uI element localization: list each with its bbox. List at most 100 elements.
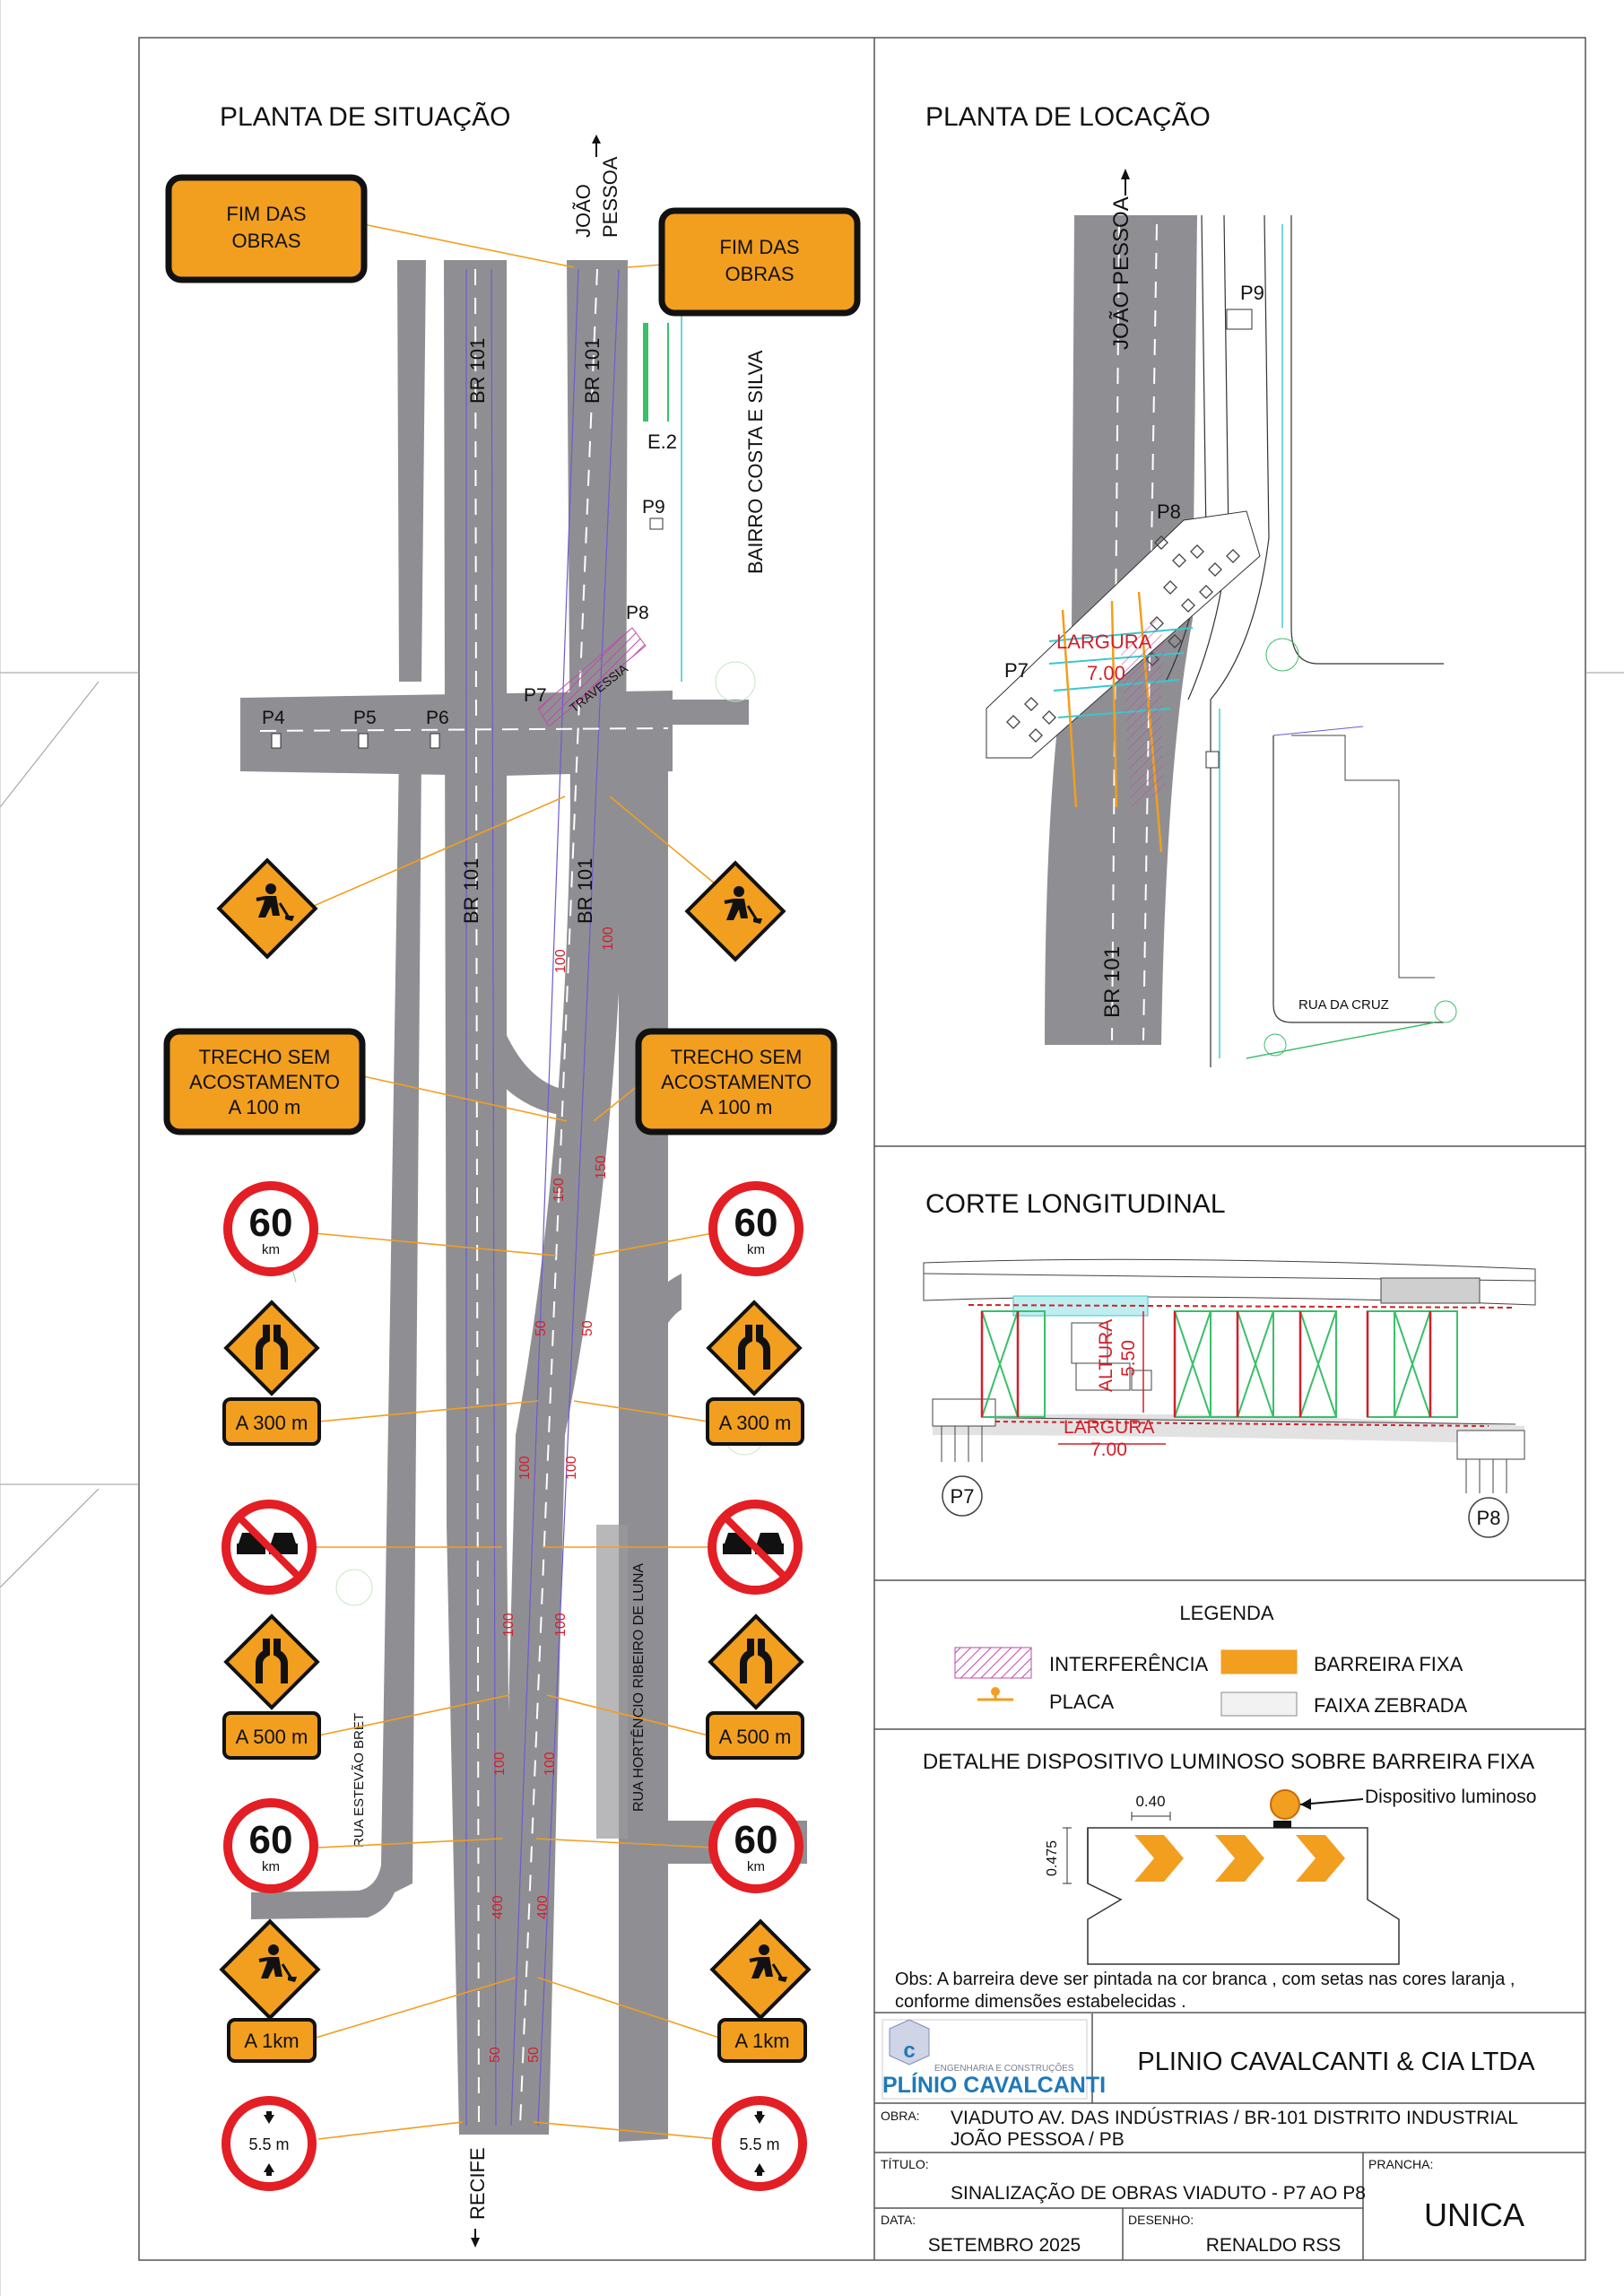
data-label: DATA: (881, 2213, 916, 2227)
dir-south: RECIFE (466, 2147, 489, 2220)
dimension-left-6: 400 (491, 1895, 506, 1919)
svg-text:A 300 m: A 300 m (236, 1412, 308, 1434)
no-overtaking-sign-right (708, 1500, 803, 1595)
locacao-largura-label: LARGURA (1056, 631, 1152, 653)
data-value: SETEMBRO 2025 (928, 2235, 1081, 2256)
dimension-left-4: 100 (501, 1613, 517, 1637)
locacao-road-br101: BR 101 (1100, 946, 1125, 1018)
point-p7: P7 (524, 685, 547, 706)
barrier-drawing (1063, 1789, 1400, 1965)
svg-text:km: km (262, 1242, 280, 1257)
corte-p7: P7 (951, 1485, 975, 1508)
men-at-work-sign-left-2 (219, 1918, 321, 2021)
locacao-plan (986, 214, 1457, 1067)
obra-line-2: JOÃO PESSOA / PB (951, 2128, 1125, 2150)
label-rua-estevao: RUA ESTEVÃO BRET (352, 1713, 367, 1848)
svg-text:A 100 m: A 100 m (700, 1096, 773, 1118)
men-at-work-sign-left (216, 857, 318, 960)
svg-text:km: km (747, 1859, 765, 1874)
obra-label: OBRA: (881, 2109, 920, 2123)
label-e2: E.2 (647, 430, 677, 453)
prancha-value: UNICA (1424, 2196, 1524, 2233)
legend-placa: PLACA (1049, 1691, 1114, 1713)
svg-text:OBRAS: OBRAS (231, 230, 300, 252)
label-br101-1: BR 101 (466, 338, 489, 404)
sign-fim-obras-left: FIM DAS OBRAS (165, 174, 368, 283)
detalhe-title: DETALHE DISPOSITIVO LUMINOSO SOBRE BARRE… (923, 1750, 1534, 1774)
speed-limit-sign-1: 60 km (223, 1181, 318, 1276)
dispositivo-label: Dispositivo luminoso (1365, 1787, 1536, 1807)
point-p4: P4 (262, 708, 285, 728)
label-bairro: BAIRRO COSTA E SILVA (744, 350, 767, 574)
label-br101-4: BR 101 (574, 858, 596, 924)
svg-text:ACOSTAMENTO: ACOSTAMENTO (661, 1071, 812, 1093)
locacao-road-north: JOÃO PESSOA (1109, 196, 1133, 350)
locacao-p9: P9 (1240, 282, 1264, 304)
svg-text:60: 60 (734, 1201, 778, 1245)
title-situacao: PLANTA DE SITUAÇÃO (220, 101, 511, 132)
distance-plate-1km-left: A 1km (227, 2018, 317, 2063)
legend-swatch-barreira (1220, 1649, 1298, 1674)
svg-text:A 1km: A 1km (244, 2030, 299, 2052)
logo-cube-icon (889, 2019, 930, 2066)
svg-text:A 500 m: A 500 m (719, 1726, 792, 1748)
road-narrows-sign-3 (223, 1613, 320, 1710)
road-narrows-sign-1 (223, 1300, 320, 1396)
locacao-p8: P8 (1157, 500, 1181, 523)
label-br101-3: BR 101 (460, 858, 482, 924)
corte-section (923, 1258, 1536, 1538)
road-narrows-sign-4 (708, 1613, 804, 1710)
corte-largura-label: LARGURA (1064, 1417, 1155, 1438)
locacao-p7: P7 (1004, 659, 1029, 682)
distance-plate-500-left: A 500 m (222, 1711, 321, 1760)
svg-text:km: km (262, 1859, 280, 1874)
legend-swatch-zebrada (1220, 1692, 1298, 1717)
height-limit-sign-left: 5.5 m (221, 2096, 317, 2191)
svg-text:5.5 m: 5.5 m (248, 2135, 289, 2153)
dimension-left-5: 100 (492, 1752, 508, 1776)
sign-trecho-left: TRECHO SEM ACOSTAMENTO A 100 m (163, 1028, 366, 1135)
legend-barreira: BARREIRA FIXA (1314, 1653, 1463, 1675)
point-p5: P5 (353, 708, 377, 728)
obra-line-1: VIADUTO AV. DAS INDÚSTRIAS / BR-101 DIST… (951, 2108, 1518, 2128)
company-name: PLINIO CAVALCANTI & CIA LTDA (1137, 2048, 1535, 2076)
legend-interferencia: INTERFERÊNCIA (1049, 1653, 1209, 1675)
height-limit-sign-right: 5.5 m (712, 2096, 807, 2191)
dimension-right-6: 400 (535, 1895, 551, 1919)
dimension-left-2: 50 (534, 1320, 549, 1336)
point-p9: P9 (642, 497, 665, 517)
no-overtaking-sign-left (221, 1500, 317, 1595)
svg-text:A 300 m: A 300 m (719, 1412, 792, 1434)
svg-text:A 500 m: A 500 m (236, 1726, 308, 1748)
sign-fim-obras-right: FIM DAS OBRAS (658, 207, 861, 317)
speed-limit-sign-2: 60 km (708, 1181, 803, 1276)
obs-line-2: conforme dimensões estabelecidas . (895, 1992, 1186, 2012)
sign-trecho-right: TRECHO SEM ACOSTAMENTO A 100 m (635, 1028, 838, 1135)
distance-plate-300-left: A 300 m (222, 1397, 321, 1446)
road-narrows-sign-2 (706, 1300, 803, 1396)
desenho-label: DESENHO: (1128, 2213, 1194, 2227)
logo-big-text: PLÍNIO CAVALCANTI (882, 2072, 1106, 2098)
logo-small-text: ENGENHARIA E CONSTRUÇÕES (934, 2062, 1074, 2074)
sheet-border (138, 37, 1586, 2261)
svg-text:60: 60 (734, 1818, 778, 1862)
svg-text:60: 60 (249, 1201, 293, 1245)
legend-title: LEGENDA (1179, 1602, 1273, 1624)
dim-width: 0.40 (1135, 1793, 1165, 1810)
dimension-right-7: 50 (526, 2047, 542, 2063)
svg-text:FIM DAS: FIM DAS (226, 203, 306, 225)
dir-north-2: PESSOA (599, 156, 621, 238)
dir-north-1: JOÃO (572, 184, 595, 238)
prancha-label: PRANCHA: (1368, 2157, 1433, 2171)
men-at-work-sign-right (684, 860, 786, 962)
svg-text:ACOSTAMENTO: ACOSTAMENTO (189, 1071, 340, 1093)
locacao-largura-value: 7.00 (1087, 662, 1125, 684)
dimension-left-3: 100 (517, 1456, 533, 1480)
dimension-right-3: 100 (564, 1456, 579, 1480)
svg-text:60: 60 (249, 1818, 293, 1862)
label-rua-hortencio: RUA HORTÊNCIO RIBEIRO DE LUNA (630, 1563, 647, 1812)
corte-altura-value: 5.50 (1118, 1340, 1139, 1377)
svg-text:A 100 m: A 100 m (229, 1096, 301, 1118)
locacao-rua-cruz: RUA DA CRUZ (1298, 997, 1389, 1013)
